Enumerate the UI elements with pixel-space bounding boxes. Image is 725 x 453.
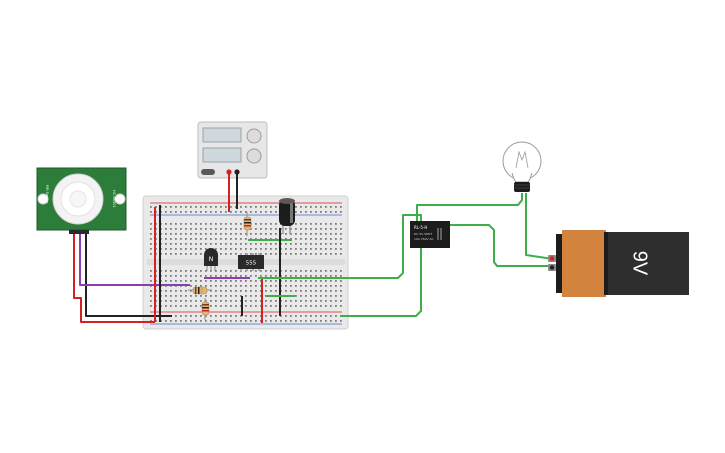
ic-pins xyxy=(240,253,260,271)
relay-label-2: DC 5V SPDT xyxy=(414,232,432,236)
transistor-label: N xyxy=(209,256,214,263)
resistor-1[interactable] xyxy=(243,212,252,236)
resistor-2[interactable] xyxy=(188,286,212,295)
wire-pir-red[interactable] xyxy=(73,234,155,323)
pir-label-1: HC-SR501 xyxy=(112,190,116,208)
relay-label-3: 10A 250V AC xyxy=(414,237,434,241)
resistor-3[interactable] xyxy=(201,298,210,320)
wire-green-battery-2[interactable] xyxy=(525,193,554,260)
relay[interactable]: RL-5-H DC 5V SPDT 10A 250V AC xyxy=(410,221,450,248)
battery-9v[interactable]: 9V xyxy=(548,230,689,297)
relay-label-1: RL-5-H xyxy=(414,225,427,230)
ic-label: 555 xyxy=(246,261,257,267)
ic-555[interactable]: 555 xyxy=(238,253,264,271)
transistor[interactable]: N xyxy=(204,248,218,271)
wire-green-bulb[interactable] xyxy=(416,193,523,222)
battery-label: 9V xyxy=(629,251,651,276)
wires xyxy=(73,172,554,323)
wire-green-relay-2[interactable] xyxy=(340,247,422,317)
wire-pir-purple[interactable] xyxy=(79,234,190,286)
power-supply[interactable] xyxy=(197,121,268,179)
light-bulb[interactable] xyxy=(502,141,542,192)
capacitor[interactable] xyxy=(279,198,295,234)
wire-green-relay-1[interactable] xyxy=(258,214,422,279)
wire-pir-black[interactable] xyxy=(85,234,172,317)
pir-label-2: PIR Sensor xyxy=(45,185,49,204)
pir-sensor[interactable]: HC-SR501 PIR Sensor xyxy=(36,167,127,234)
wire-green-battery-1[interactable] xyxy=(448,224,553,267)
